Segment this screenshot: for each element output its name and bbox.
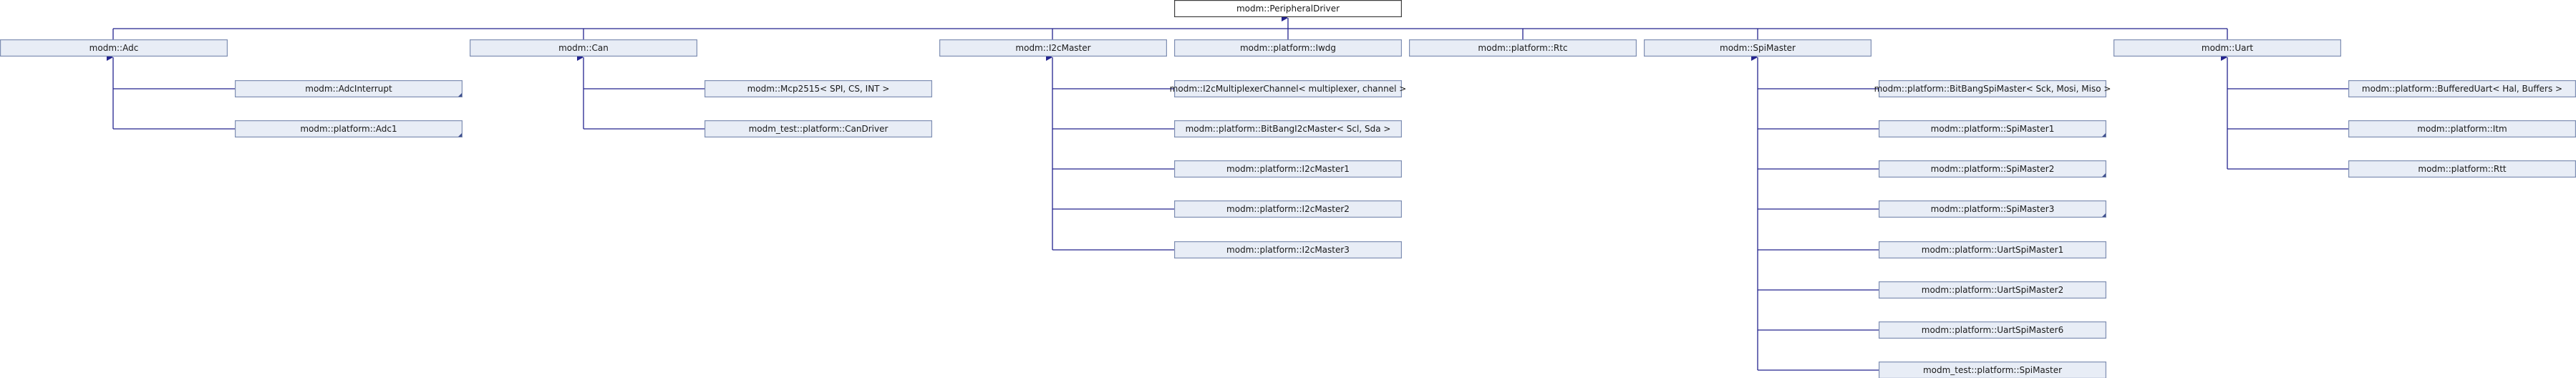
node-label: modm::platform::BufferedUart< Hal, Buffe… xyxy=(2362,84,2562,94)
node-box xyxy=(1879,241,2107,259)
node-label: modm::platform::SpiMaster2 xyxy=(1931,164,2055,174)
node-label: modm_test::platform::SpiMaster xyxy=(1923,365,2062,375)
node-box xyxy=(1879,362,2107,378)
node-box xyxy=(235,79,463,97)
class-node-bitBangI2c[interactable]: modm::platform::BitBangI2cMaster< Scl, S… xyxy=(1173,120,1402,138)
collapsed-marker-icon xyxy=(458,93,462,97)
node-label: modm::AdcInterrupt xyxy=(305,84,392,94)
class-node-uartSpi6[interactable]: modm::platform::UartSpiMaster6 xyxy=(1879,321,2107,339)
node-label: modm::platform::SpiMaster1 xyxy=(1931,124,2055,134)
class-node-mcp2515[interactable]: modm::Mcp2515< SPI, CS, INT > xyxy=(704,79,932,97)
class-node-adc[interactable]: modm::Adc xyxy=(0,39,228,57)
class-node-adc1[interactable]: modm::platform::Adc1 xyxy=(235,120,463,138)
node-box xyxy=(1879,200,2107,218)
node-box xyxy=(2348,79,2576,97)
class-node-itm[interactable]: modm::platform::Itm xyxy=(2348,120,2576,138)
node-box xyxy=(1644,39,1872,57)
collapsed-marker-icon xyxy=(2102,173,2106,177)
node-label: modm::Can xyxy=(558,43,609,53)
class-node-bitBangSpi[interactable]: modm::platform::BitBangSpiMaster< Sck, M… xyxy=(1874,79,2111,97)
collapsed-marker-icon xyxy=(458,133,462,137)
node-label: modm::platform::BitBangSpiMaster< Sck, M… xyxy=(1874,84,2111,94)
node-label: modm::I2cMultiplexerChannel< multiplexer… xyxy=(1170,84,1407,94)
class-node-spi3[interactable]: modm::platform::SpiMaster3 xyxy=(1879,200,2107,218)
node-label: modm::Mcp2515< SPI, CS, INT > xyxy=(747,84,890,94)
node-box xyxy=(0,39,228,57)
class-node-uartSpi1[interactable]: modm::platform::UartSpiMaster1 xyxy=(1879,241,2107,259)
node-label: modm::platform::Iwdg xyxy=(1240,43,1336,53)
node-label: modm::PeripheralDriver xyxy=(1236,4,1340,14)
class-node-spi1[interactable]: modm::platform::SpiMaster1 xyxy=(1879,120,2107,138)
node-box xyxy=(1173,0,1402,17)
node-box xyxy=(2348,120,2576,138)
node-box xyxy=(1879,281,2107,299)
node-box xyxy=(939,39,1167,57)
node-label: modm::I2cMaster xyxy=(1015,43,1090,53)
class-node-adcInterrupt[interactable]: modm::AdcInterrupt xyxy=(235,79,463,97)
node-label: modm::SpiMaster xyxy=(1720,43,1796,53)
node-box xyxy=(1879,120,2107,138)
node-label: modm::Adc xyxy=(89,43,139,53)
node-box xyxy=(1173,120,1402,138)
class-node-i2c2[interactable]: modm::platform::I2cMaster2 xyxy=(1173,200,1402,218)
collapsed-marker-icon xyxy=(2102,213,2106,217)
node-box xyxy=(2113,39,2342,57)
collapsed-marker-icon xyxy=(2102,133,2106,137)
class-node-root[interactable]: modm::PeripheralDriver xyxy=(1173,0,1402,17)
node-box xyxy=(1173,200,1402,218)
class-node-rtt[interactable]: modm::platform::Rtt xyxy=(2348,160,2576,178)
class-node-bufferedUart[interactable]: modm::platform::BufferedUart< Hal, Buffe… xyxy=(2348,79,2576,97)
node-box xyxy=(1173,79,1402,97)
node-label: modm::platform::Adc1 xyxy=(300,124,397,134)
node-box xyxy=(1173,39,1402,57)
inheritance-edges xyxy=(107,14,2348,371)
class-node-spi2[interactable]: modm::platform::SpiMaster2 xyxy=(1879,160,2107,178)
node-box xyxy=(1173,241,1402,259)
node-label: modm::platform::I2cMaster2 xyxy=(1226,204,1350,214)
node-box xyxy=(704,79,932,97)
node-label: modm::platform::Rtt xyxy=(2418,164,2507,174)
class-node-i2cMux[interactable]: modm::I2cMultiplexerChannel< multiplexer… xyxy=(1170,79,1407,97)
node-label: modm::platform::I2cMaster1 xyxy=(1226,164,1350,174)
node-label: modm::platform::UartSpiMaster2 xyxy=(1922,285,2063,295)
class-node-i2c1[interactable]: modm::platform::I2cMaster1 xyxy=(1173,160,1402,178)
node-box xyxy=(1408,39,1637,57)
class-node-iwdg[interactable]: modm::platform::Iwdg xyxy=(1173,39,1402,57)
node-box xyxy=(704,120,932,138)
node-label: modm::platform::UartSpiMaster1 xyxy=(1922,245,2063,255)
node-box xyxy=(469,39,697,57)
class-node-can[interactable]: modm::Can xyxy=(469,39,697,57)
class-node-i2c3[interactable]: modm::platform::I2cMaster3 xyxy=(1173,241,1402,259)
node-label: modm::platform::SpiMaster3 xyxy=(1931,204,2055,214)
class-node-uart[interactable]: modm::Uart xyxy=(2113,39,2342,57)
node-box xyxy=(2348,160,2576,178)
class-node-canDriver[interactable]: modm_test::platform::CanDriver xyxy=(704,120,932,138)
node-label: modm::platform::BitBangI2cMaster< Scl, S… xyxy=(1186,124,1391,134)
node-label: modm_test::platform::CanDriver xyxy=(749,124,888,134)
node-label: modm::platform::I2cMaster3 xyxy=(1226,245,1350,255)
node-box xyxy=(1879,79,2107,97)
node-label: modm::Uart xyxy=(2202,43,2253,53)
class-node-spi[interactable]: modm::SpiMaster xyxy=(1644,39,1872,57)
class-node-rtc[interactable]: modm::platform::Rtc xyxy=(1408,39,1637,57)
node-label: modm::platform::UartSpiMaster6 xyxy=(1922,325,2063,335)
node-box xyxy=(1173,160,1402,178)
node-box xyxy=(1879,160,2107,178)
node-label: modm::platform::Itm xyxy=(2417,124,2507,134)
class-node-uartSpi2[interactable]: modm::platform::UartSpiMaster2 xyxy=(1879,281,2107,299)
node-box xyxy=(235,120,463,138)
class-node-testSpi[interactable]: modm_test::platform::SpiMaster xyxy=(1879,362,2107,378)
node-box xyxy=(1879,321,2107,339)
node-label: modm::platform::Rtc xyxy=(1478,43,1567,53)
class-node-i2c[interactable]: modm::I2cMaster xyxy=(939,39,1167,57)
